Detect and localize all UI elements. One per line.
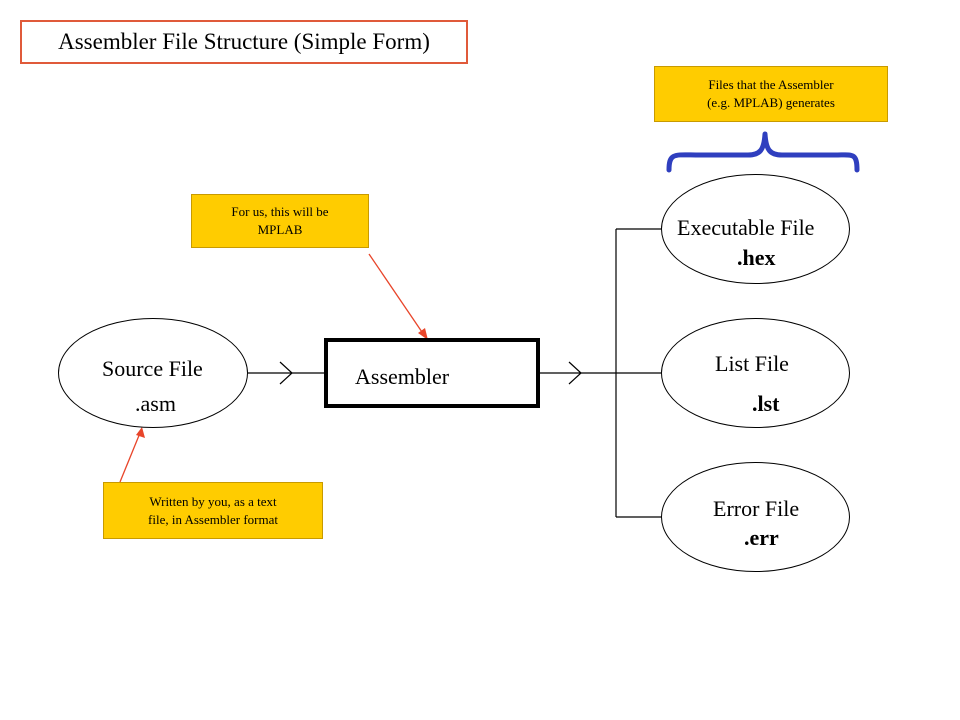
executable-file-node xyxy=(661,174,850,284)
error-file-node xyxy=(661,462,850,572)
mplab-note: For us, this will be MPLAB xyxy=(191,194,369,248)
assembler-to-outputs-arrowhead xyxy=(568,361,582,385)
list-file-node xyxy=(661,318,850,428)
output-files-brace xyxy=(666,131,860,173)
list-file-extension: .lst xyxy=(752,391,780,416)
written-annotation-arrowhead xyxy=(136,427,145,438)
error-file-extension: .err xyxy=(744,525,779,550)
written-note-line-1: Written by you, as a text xyxy=(149,493,277,509)
source-file-label: Source File xyxy=(102,356,203,381)
written-note-line-2: file, in Assembler format xyxy=(148,511,278,527)
generated-files-note: Files that the Assembler (e.g. MPLAB) ge… xyxy=(654,66,888,122)
source-to-assembler-arrowhead xyxy=(279,361,293,385)
error-file-label: Error File xyxy=(713,496,800,521)
mplab-note-line-2: MPLAB xyxy=(257,222,303,237)
written-annotation-arrow xyxy=(119,432,141,483)
slide-title-text: Assembler File Structure (Simple Form) xyxy=(58,29,430,54)
source-file-extension: .asm xyxy=(135,391,176,416)
list-file-label: List File xyxy=(715,351,789,376)
source-file-node xyxy=(58,318,248,428)
executable-file-label: Executable File xyxy=(677,215,815,240)
mplab-annotation-arrow xyxy=(368,253,425,336)
generated-files-note-line-2: (e.g. MPLAB) generates xyxy=(707,95,835,110)
slide-title: Assembler File Structure (Simple Form) xyxy=(20,20,468,64)
generated-files-note-line-1: Files that the Assembler xyxy=(708,77,834,93)
written-by-you-note: Written by you, as a text file, in Assem… xyxy=(103,482,323,539)
assembler-node xyxy=(324,338,540,408)
executable-file-extension: .hex xyxy=(737,245,776,270)
mplab-note-line-1: For us, this will be xyxy=(231,204,329,220)
assembler-label: Assembler xyxy=(355,364,450,389)
mplab-annotation-arrowhead xyxy=(418,328,428,340)
